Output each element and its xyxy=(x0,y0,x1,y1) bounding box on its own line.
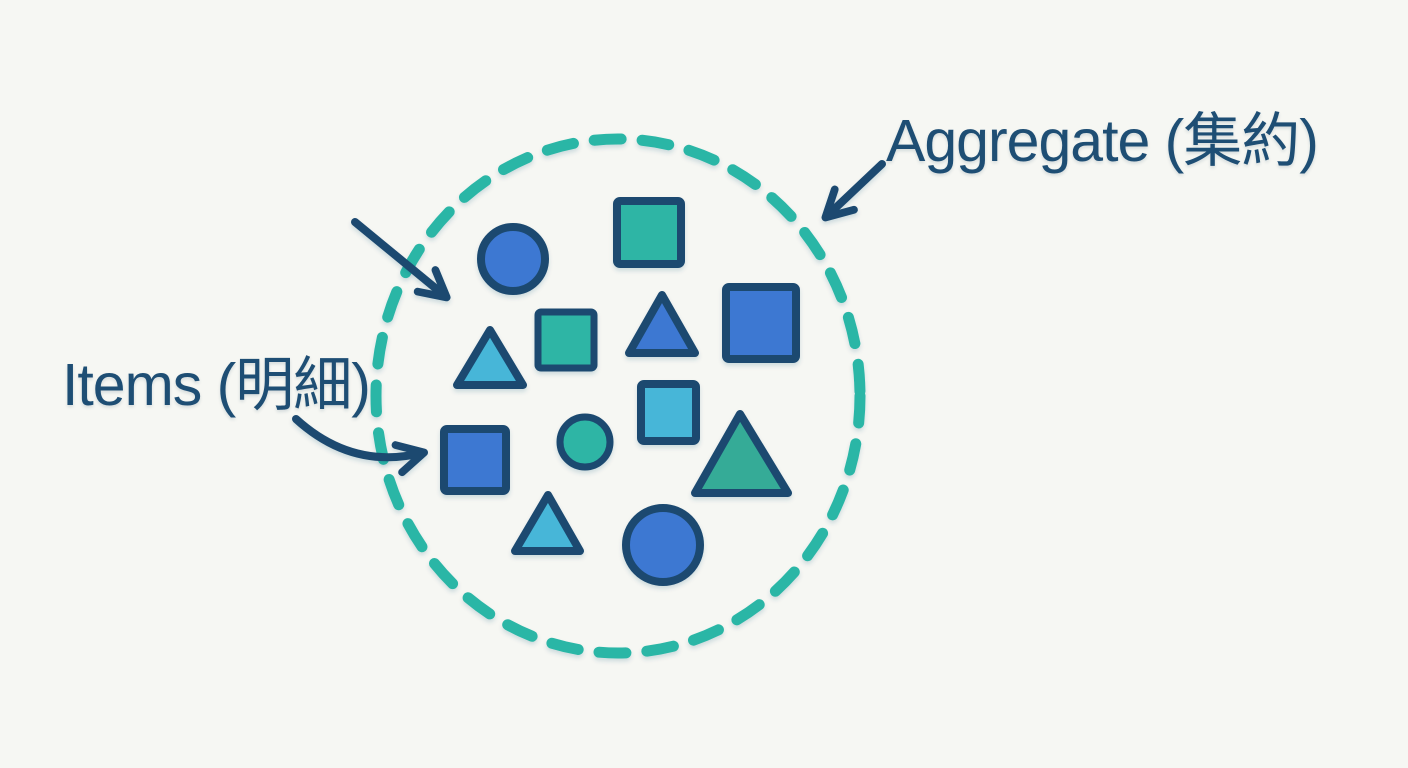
item-shapes-group xyxy=(440,197,800,586)
item-square-teal-top xyxy=(613,197,685,268)
item-triangle-cyan-bottom xyxy=(511,491,584,555)
item-square-cyan-mid xyxy=(637,380,700,445)
item-square-blue-right xyxy=(722,283,800,363)
item-triangle-blue-mid xyxy=(625,291,699,357)
items-label: Items (明細) xyxy=(62,352,371,418)
item-square-blue-left xyxy=(440,425,510,495)
item-square-teal-mid xyxy=(534,308,598,372)
arrow-items-label xyxy=(292,415,429,477)
item-circle-blue-top xyxy=(477,223,549,295)
aggregate-boundary-circle xyxy=(370,133,866,659)
aggregate-label: Aggregate (集約) xyxy=(886,108,1319,174)
item-triangle-cyan-left xyxy=(453,326,527,389)
annotation-arrows-group xyxy=(292,160,886,477)
aggregate-boundary-group xyxy=(370,133,866,659)
arrow-aggregate-label xyxy=(821,160,886,222)
item-circle-teal-mid xyxy=(556,413,614,471)
item-circle-blue-bottom xyxy=(622,504,704,586)
item-triangle-green-right xyxy=(691,410,792,497)
arrow-into-aggregate xyxy=(351,218,451,302)
